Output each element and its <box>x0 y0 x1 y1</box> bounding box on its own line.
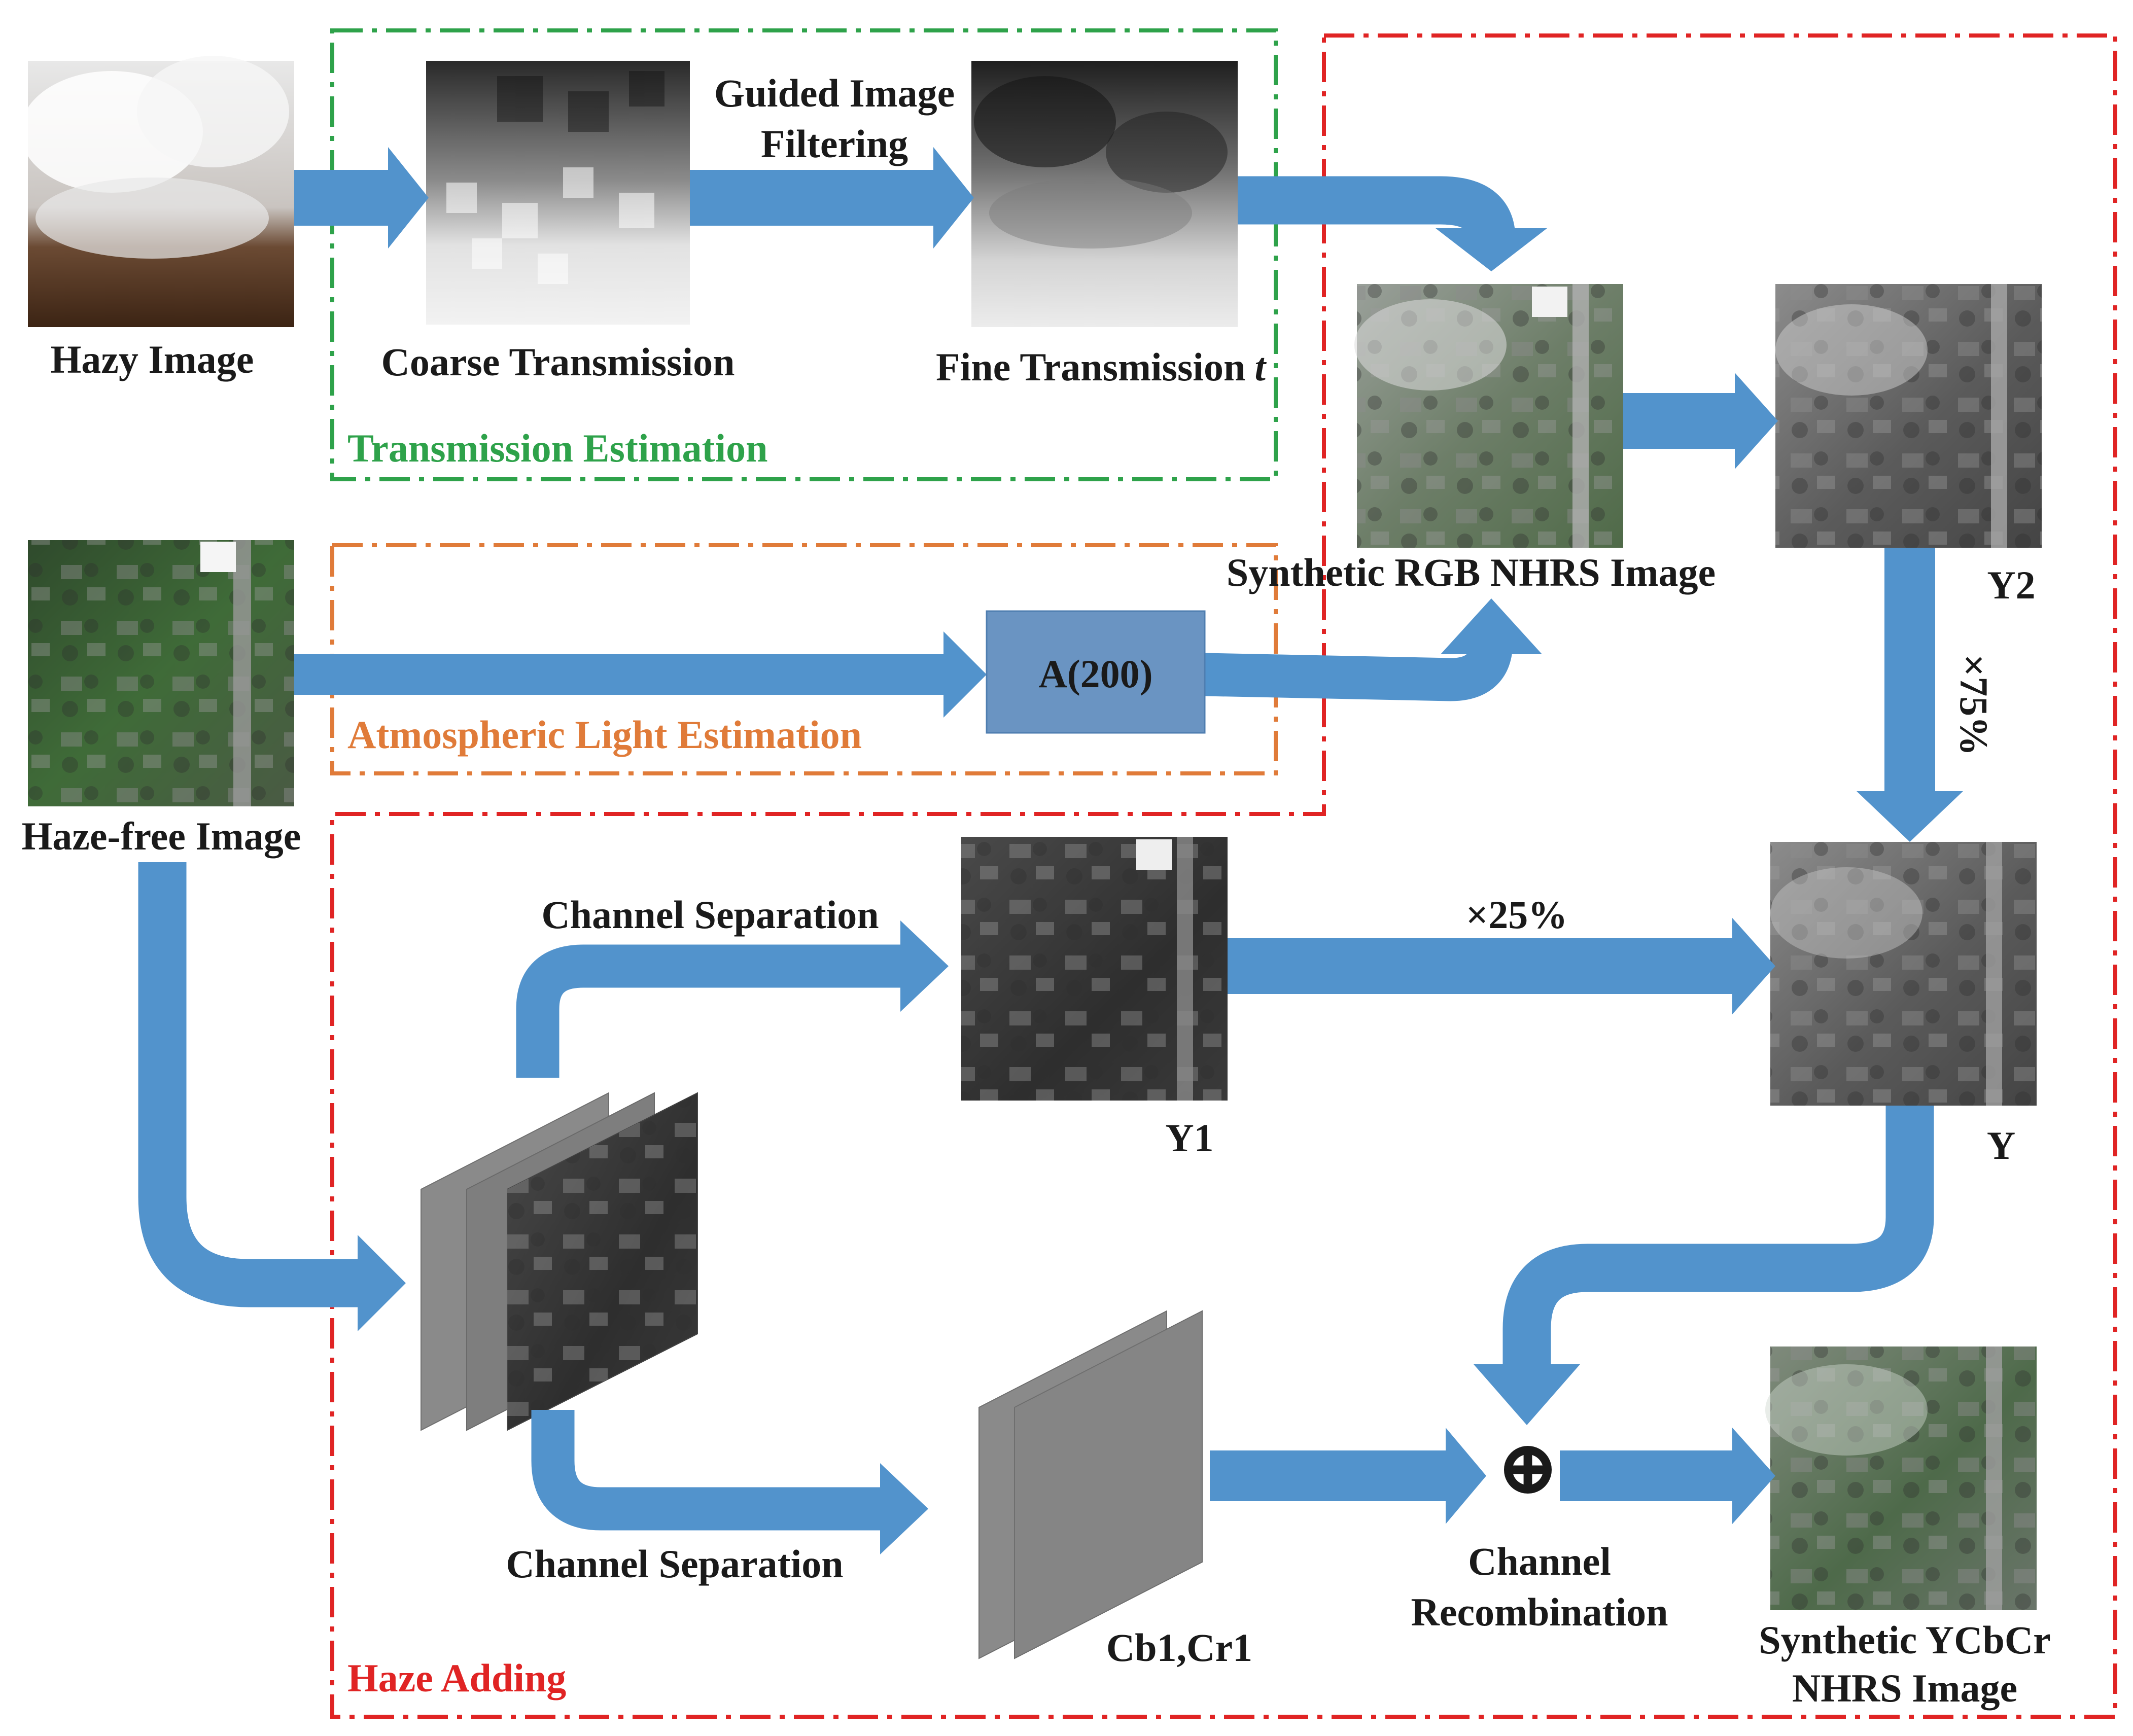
coarse-transmission-image <box>426 61 690 325</box>
fine-transmission-image <box>971 61 1238 327</box>
label-y2: Y2 <box>1987 563 2035 607</box>
arrow-hazefree-to-stack-head <box>358 1235 406 1331</box>
label-filtering: Filtering <box>761 122 908 166</box>
label-recomb-1: Channel <box>1468 1539 1611 1583</box>
ycbcr-channel-stack <box>421 1092 698 1431</box>
label-recomb-2: Recombination <box>1411 1590 1668 1634</box>
section-title-haze-adding: Haze Adding <box>347 1656 566 1700</box>
cb-cr-planes <box>978 1310 1203 1659</box>
haze-free-image <box>28 540 294 806</box>
arrow-plus-to-ycbcr <box>1560 1428 1775 1524</box>
arrow-coarse-to-fine <box>690 147 974 249</box>
label-guided-image: Guided Image <box>714 71 955 115</box>
arrow-hazefree-to-atmo <box>294 631 987 718</box>
hazy-image <box>20 56 294 327</box>
arrow-fine-to-synthetic-head <box>1436 228 1547 271</box>
arrow-y1-to-y <box>1228 918 1775 1014</box>
arrow-stack-to-y1-band <box>516 944 908 1078</box>
synthetic-rgb-image <box>1354 284 1623 548</box>
label-haze-free-image: Haze-free Image <box>22 814 301 858</box>
atmospheric-light-box <box>986 610 1206 734</box>
arrow-stack-to-cbcr-band <box>531 1410 888 1531</box>
arrow-atmo-to-synthetic-head <box>1441 598 1542 654</box>
arrow-y2-to-y <box>1857 548 1963 842</box>
section-title-atmospheric: Atmospheric Light Estimation <box>347 713 862 757</box>
label-ycbcr-1: Synthetic YCbCr <box>1759 1618 2051 1662</box>
arrow-y-to-plus-head <box>1474 1364 1580 1425</box>
label-hazy-image: Hazy Image <box>51 337 254 381</box>
section-title-transmission: Transmission Estimation <box>347 426 768 470</box>
label-coarse-transmission: Coarse Transmission <box>381 340 735 384</box>
label-channel-sep-bottom: Channel Separation <box>506 1542 843 1586</box>
label-cb-cr: Cb1,Cr1 <box>1106 1625 1252 1670</box>
synthetic-ycbcr-image <box>1765 1347 2037 1610</box>
arrow-y-to-plus-band <box>1502 1106 1934 1369</box>
arrow-stack-to-y1-head <box>900 920 949 1012</box>
label-pct25: ×25% <box>1466 893 1567 937</box>
label-pct75: ×75% <box>1952 654 1996 756</box>
label-atmo-box: A(200) <box>1038 652 1152 696</box>
label-y1: Y1 <box>1165 1116 1213 1160</box>
haze-adding-box <box>330 33 2117 1719</box>
label-y: Y <box>1987 1123 2015 1167</box>
y1-image <box>961 837 1228 1101</box>
arrow-hazy-to-coarse <box>294 147 429 249</box>
y2-image <box>1775 284 2042 548</box>
arrow-hazefree-to-stack-band <box>138 862 365 1307</box>
y-image <box>1770 842 2037 1106</box>
arrow-synthetic-to-y2 <box>1623 373 1778 469</box>
label-channel-sep-top: Channel Separation <box>541 893 879 937</box>
label-ycbcr-2: NHRS Image <box>1792 1666 2017 1710</box>
plus-icon: ⊕ <box>1496 1426 1560 1510</box>
arrow-stack-to-cbcr-head <box>880 1463 928 1554</box>
arrow-cbcr-to-plus <box>1210 1428 1486 1524</box>
label-synthetic-rgb: Synthetic RGB NHRS Image <box>1227 550 1716 594</box>
transmission-estimation-box <box>330 28 1278 481</box>
